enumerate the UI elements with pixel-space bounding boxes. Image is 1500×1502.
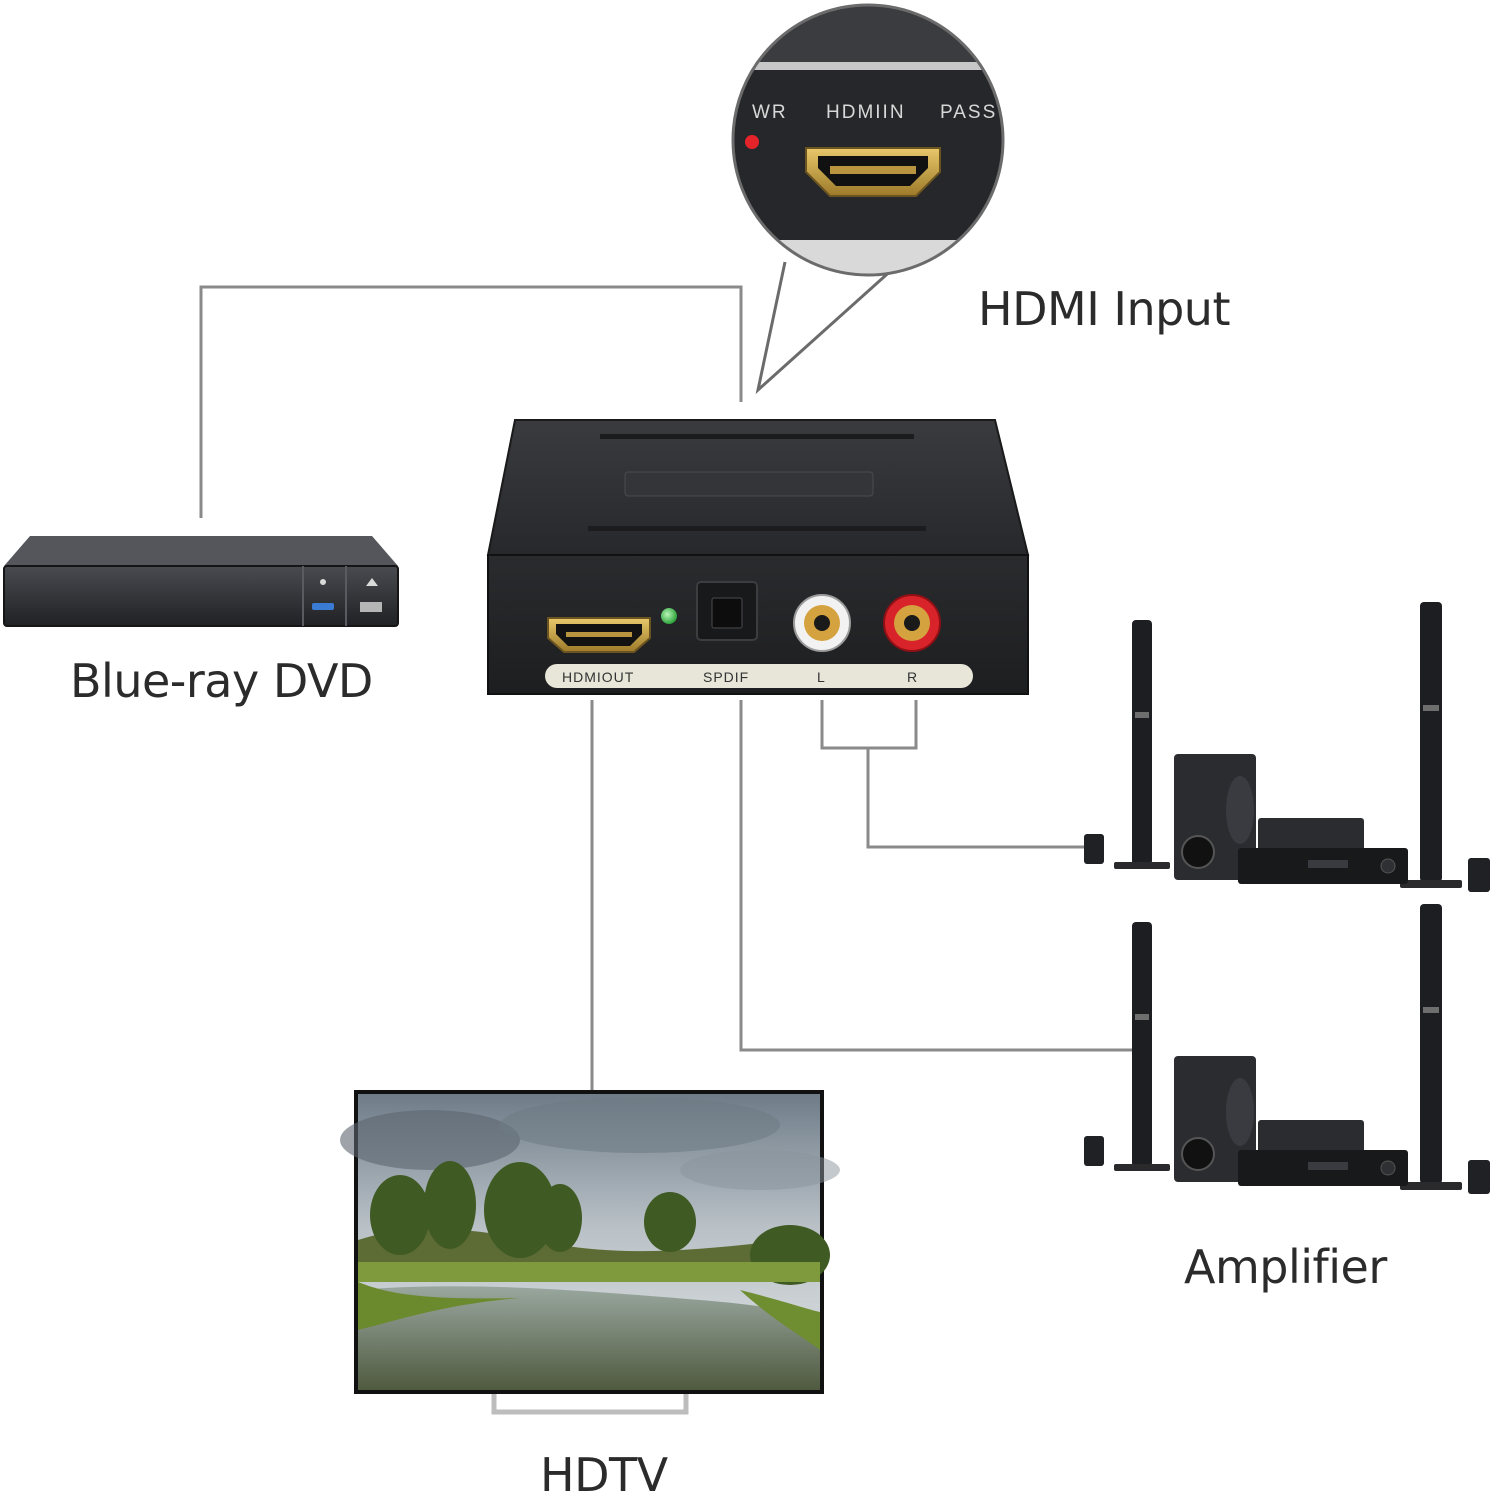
tower-speaker-left: [1114, 620, 1170, 869]
blueray-caption: Blue-ray DVD: [70, 654, 373, 708]
left-channel-label: L: [817, 669, 826, 685]
zoom-pwr-label: WR: [752, 102, 788, 123]
home-theater-upper: [1084, 602, 1490, 892]
receiver-unit: [1238, 848, 1408, 884]
satellite-speaker-left: [1084, 1136, 1104, 1166]
center-speaker: [1258, 1120, 1364, 1154]
tower-speaker-left: [1114, 922, 1170, 1171]
port-label-strip: [545, 664, 973, 688]
tv-stand: [491, 1394, 689, 1415]
player-power-icon: [320, 579, 326, 585]
rca-left-port-icon: [793, 594, 851, 652]
hdmi-in-port-icon: [805, 147, 941, 197]
wire-blueray-to-hdmi-in: [199, 285, 743, 518]
wire-rca-to-amplifier: [820, 700, 918, 750]
device-brand-plate: [624, 471, 874, 497]
audio-extractor-device: HDMIOUT SPDIF L R: [486, 419, 1030, 695]
callout-tail: [755, 256, 907, 395]
hdmi-out-label: HDMIOUT: [562, 669, 634, 685]
satellite-speaker-right: [1468, 858, 1490, 892]
player-eject-icon: [366, 578, 378, 586]
tower-speaker-right: [1400, 904, 1462, 1190]
receiver-unit: [1238, 1150, 1408, 1186]
status-led-icon: [661, 608, 677, 624]
right-channel-label: R: [907, 669, 918, 685]
satellite-speaker-right: [1468, 1160, 1490, 1194]
tv-landscape-image: [340, 1094, 840, 1390]
hdmi-input-caption: HDMI Input: [978, 282, 1231, 336]
amplifier-caption: Amplifier: [1184, 1240, 1387, 1294]
hdtv-caption: HDTV: [540, 1448, 668, 1502]
power-led-icon: [745, 135, 759, 149]
hdtv: [340, 1090, 840, 1415]
blueray-player: [3, 536, 399, 627]
subwoofer: [1174, 1056, 1256, 1182]
rca-right-port-icon: [883, 594, 941, 652]
spdif-port-icon: [696, 581, 758, 641]
hdmi-out-port-icon: [547, 617, 651, 653]
connection-wires: [199, 285, 1135, 1090]
center-speaker: [1258, 818, 1364, 852]
zoom-pass-label: PASS: [940, 102, 997, 123]
wire-rca-branch: [866, 748, 1100, 849]
player-usb-port: [360, 602, 382, 612]
wire-spdif-to-amplifier: [739, 700, 1135, 1052]
satellite-speaker-left: [1084, 834, 1104, 864]
hdmi-input-zoom-callout: WR HDMIIN PASS: [731, 3, 1005, 395]
home-theater-lower: [1084, 904, 1490, 1194]
spdif-label: SPDIF: [703, 669, 749, 685]
tower-speaker-right: [1400, 602, 1462, 888]
subwoofer: [1174, 754, 1256, 880]
zoom-hdmi-in-label: HDMIIN: [826, 102, 906, 123]
